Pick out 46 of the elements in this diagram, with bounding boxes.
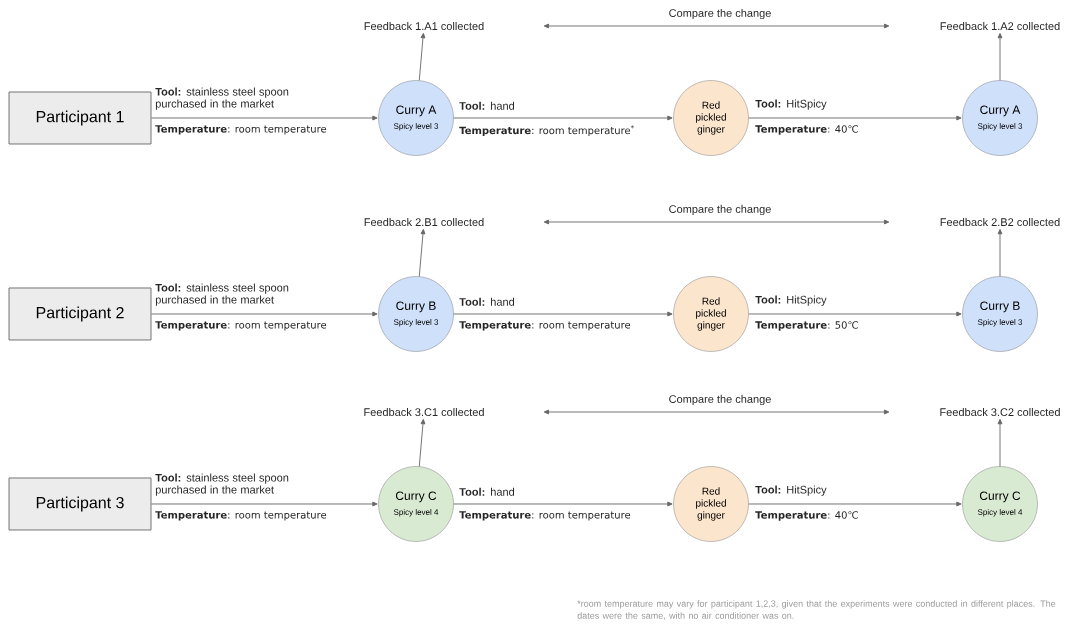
- tool-label: Tool: stainless steel spoon purchased in the market: [155, 473, 289, 496]
- tool-label: Tool: stainless steel spoon purchased in the market: [155, 87, 289, 110]
- arrow: [151, 115, 378, 121]
- feedback-label: Feedback 2.B1 collected: [364, 217, 484, 227]
- tool-label: Tool: stainless steel spoon purchased in the market: [155, 283, 289, 306]
- arrow: [418, 228, 426, 277]
- tool-label: Tool: hand: [459, 101, 515, 110]
- arrow: [748, 115, 962, 121]
- feedback-label: Feedback 2.B2 collected: [940, 217, 1060, 227]
- arrow: [748, 501, 962, 507]
- feedback-label: Feedback 3.C2 collected: [940, 407, 1060, 417]
- feedback-label: Feedback 3.C1 collected: [364, 407, 484, 417]
- tool-label: Tool: hand: [459, 487, 515, 496]
- arrow: [997, 228, 1003, 277]
- temperature-label: Temperature: 50℃: [755, 321, 858, 331]
- arrow: [418, 418, 426, 467]
- compare-label: Compare the change: [669, 394, 771, 406]
- tool-label: Tool: HitSpicy: [755, 99, 827, 110]
- temperature-label: Temperature: room temperature: [155, 321, 327, 331]
- arrow: [453, 311, 673, 317]
- compare-label: Compare the change: [669, 8, 771, 20]
- temperature-label: Temperature: room temperature: [459, 511, 631, 521]
- arrow: [453, 501, 673, 507]
- compare-label: Compare the change: [669, 204, 771, 216]
- temperature-label: Temperature: room temperature$^{*}$: [459, 125, 634, 137]
- temperature-label: Temperature: 40℃: [755, 511, 858, 521]
- participant-box: Participant 2: [8, 287, 152, 341]
- tool-label: Tool: HitSpicy: [755, 295, 827, 306]
- footnote: *room temperature may vary for participant 1,2,3, given that the experiments were conducted in different places. The dates were the same, with no air conditioner was on.: [577, 600, 1056, 620]
- arrow: [151, 311, 378, 317]
- temperature-label: Temperature: room temperature: [155, 125, 327, 135]
- arrow: [418, 32, 426, 81]
- temperature-label: Temperature: room temperature: [155, 511, 327, 521]
- feedback-label: Feedback 1.A1 collected: [364, 21, 484, 31]
- arrow: [151, 501, 378, 507]
- tool-label: Tool: HitSpicy: [755, 485, 827, 496]
- participant-box: Participant 3: [8, 477, 152, 531]
- tool-label: Tool: hand: [459, 297, 515, 306]
- arrow: [453, 115, 673, 121]
- arrow: [997, 418, 1003, 467]
- participant-box: Participant 1: [8, 91, 152, 145]
- temperature-label: Temperature: room temperature: [459, 321, 631, 331]
- temperature-label: Temperature: 40℃: [755, 125, 858, 135]
- arrow: [748, 311, 962, 317]
- feedback-label: Feedback 1.A2 collected: [940, 21, 1060, 31]
- arrow: [997, 32, 1003, 81]
